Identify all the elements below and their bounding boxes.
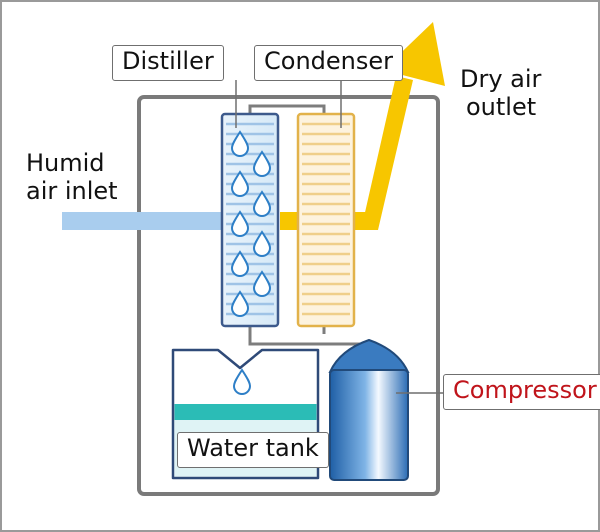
refrigerant-pipe-top — [248, 104, 326, 116]
leader-lines — [235, 80, 444, 394]
dry-air-outlet-line1: Dry air — [460, 65, 542, 93]
dry-air-shaft — [361, 76, 413, 230]
distiller-unit — [220, 112, 280, 328]
water-drop-icon — [230, 130, 250, 157]
condenser-coils — [302, 122, 350, 316]
compressor-unit — [328, 338, 410, 481]
water-drop-icon — [252, 190, 272, 217]
water-drop-icon — [230, 170, 250, 197]
distiller-coils — [226, 122, 274, 316]
distiller-label: Distiller — [112, 45, 224, 81]
water-drop-icon — [252, 270, 272, 297]
water-drops — [230, 130, 272, 317]
water-drop-icon — [230, 210, 250, 237]
compressor-body — [329, 369, 409, 481]
condenser-unit — [296, 112, 356, 328]
humid-air-inlet-line2: air inlet — [26, 176, 118, 205]
condenser-label: Condenser — [254, 45, 403, 81]
water-level — [174, 404, 317, 420]
humid-air-flow — [62, 212, 238, 230]
water-drop-icon — [252, 150, 272, 177]
water-drop-icon — [230, 250, 250, 277]
water-drop-icon — [230, 290, 250, 317]
dry-air-outlet-line2: outlet — [466, 92, 537, 121]
dry-air-outlet-label: Dry air outlet — [460, 65, 542, 121]
humid-air-inlet-label: Humid air inlet — [26, 149, 118, 205]
water-tank-label: Water tank — [177, 432, 329, 468]
compressor-label: Compressor — [443, 374, 600, 410]
humid-air-inlet-line1: Humid — [26, 149, 105, 177]
water-drop-icon — [232, 368, 252, 395]
compressor-dome — [328, 338, 410, 373]
water-drop-icon — [252, 230, 272, 257]
